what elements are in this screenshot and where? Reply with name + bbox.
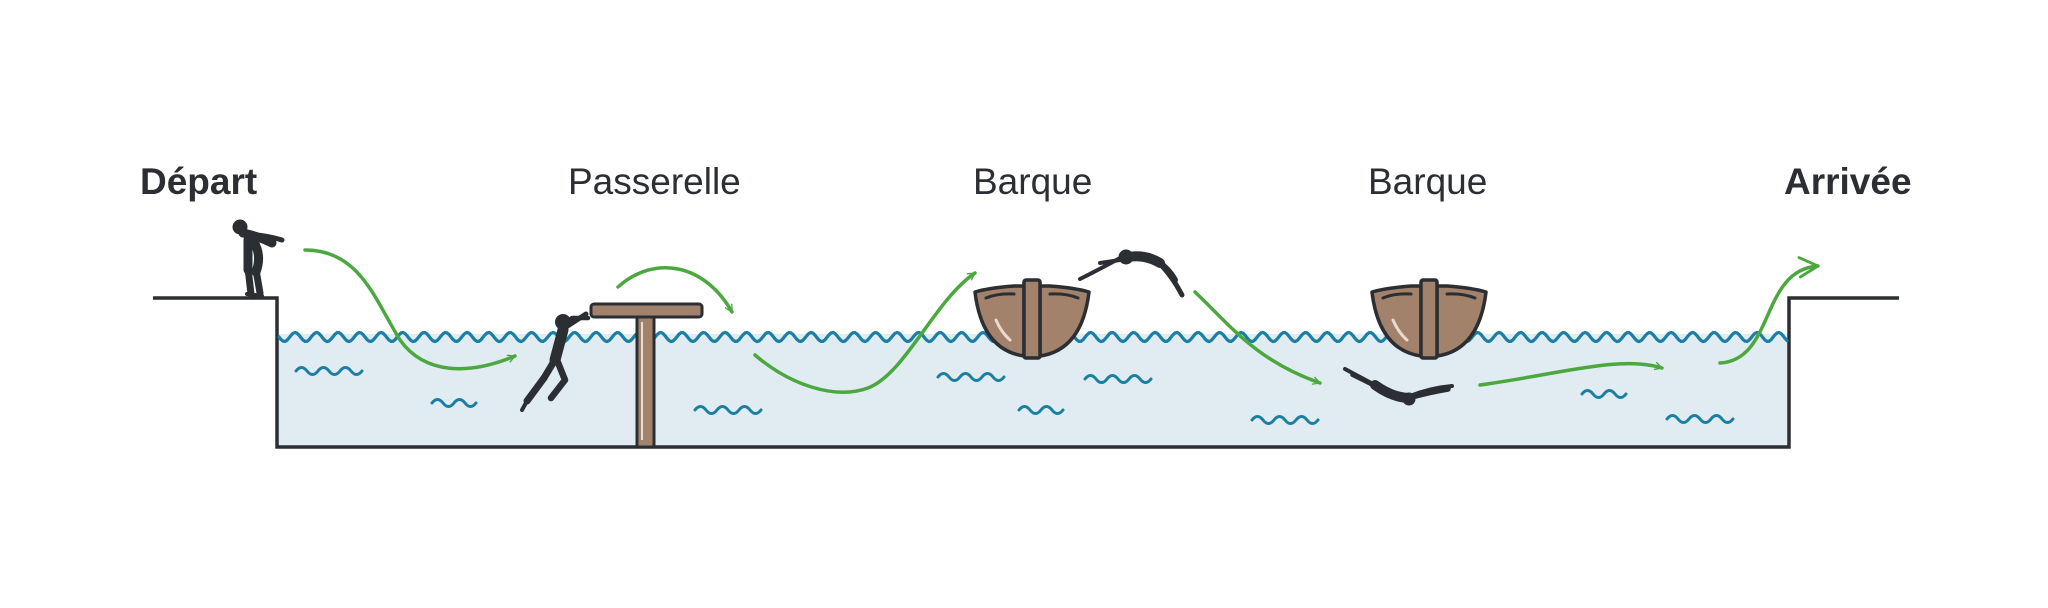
jumper-icon [1078, 249, 1185, 298]
diver-icon [232, 219, 285, 298]
small-waves [294, 366, 1735, 425]
small-wave [1665, 414, 1735, 424]
small-wave [294, 366, 364, 376]
label-start: Départ [140, 161, 258, 202]
path-arrow-finish [1718, 256, 1820, 365]
small-wave [936, 372, 1006, 382]
path-arrow-swim [1478, 361, 1664, 387]
small-wave [693, 405, 763, 415]
label-finish: Arrivée [1784, 161, 1912, 202]
rowboat-icon [1370, 278, 1488, 360]
climber-icon [520, 311, 591, 412]
label-boat-2: Barque [1368, 161, 1488, 202]
rowboat-icon [973, 278, 1091, 360]
pool-outline [153, 296, 1899, 449]
label-footbridge: Passerelle [568, 161, 741, 202]
path-arrow-under-boat [753, 271, 977, 394]
footbridge-icon [589, 302, 704, 449]
small-wave [1083, 374, 1153, 384]
path-arrow-bridge [616, 265, 734, 314]
swimmer-icon [1343, 367, 1454, 406]
label-boat-1: Barque [973, 161, 1093, 202]
small-wave [1250, 415, 1320, 425]
path-arrow-over-boat [1193, 290, 1322, 385]
small-wave [1017, 405, 1065, 415]
small-wave [430, 398, 478, 408]
small-wave [1580, 389, 1628, 399]
path-arrow-dive [303, 248, 517, 371]
